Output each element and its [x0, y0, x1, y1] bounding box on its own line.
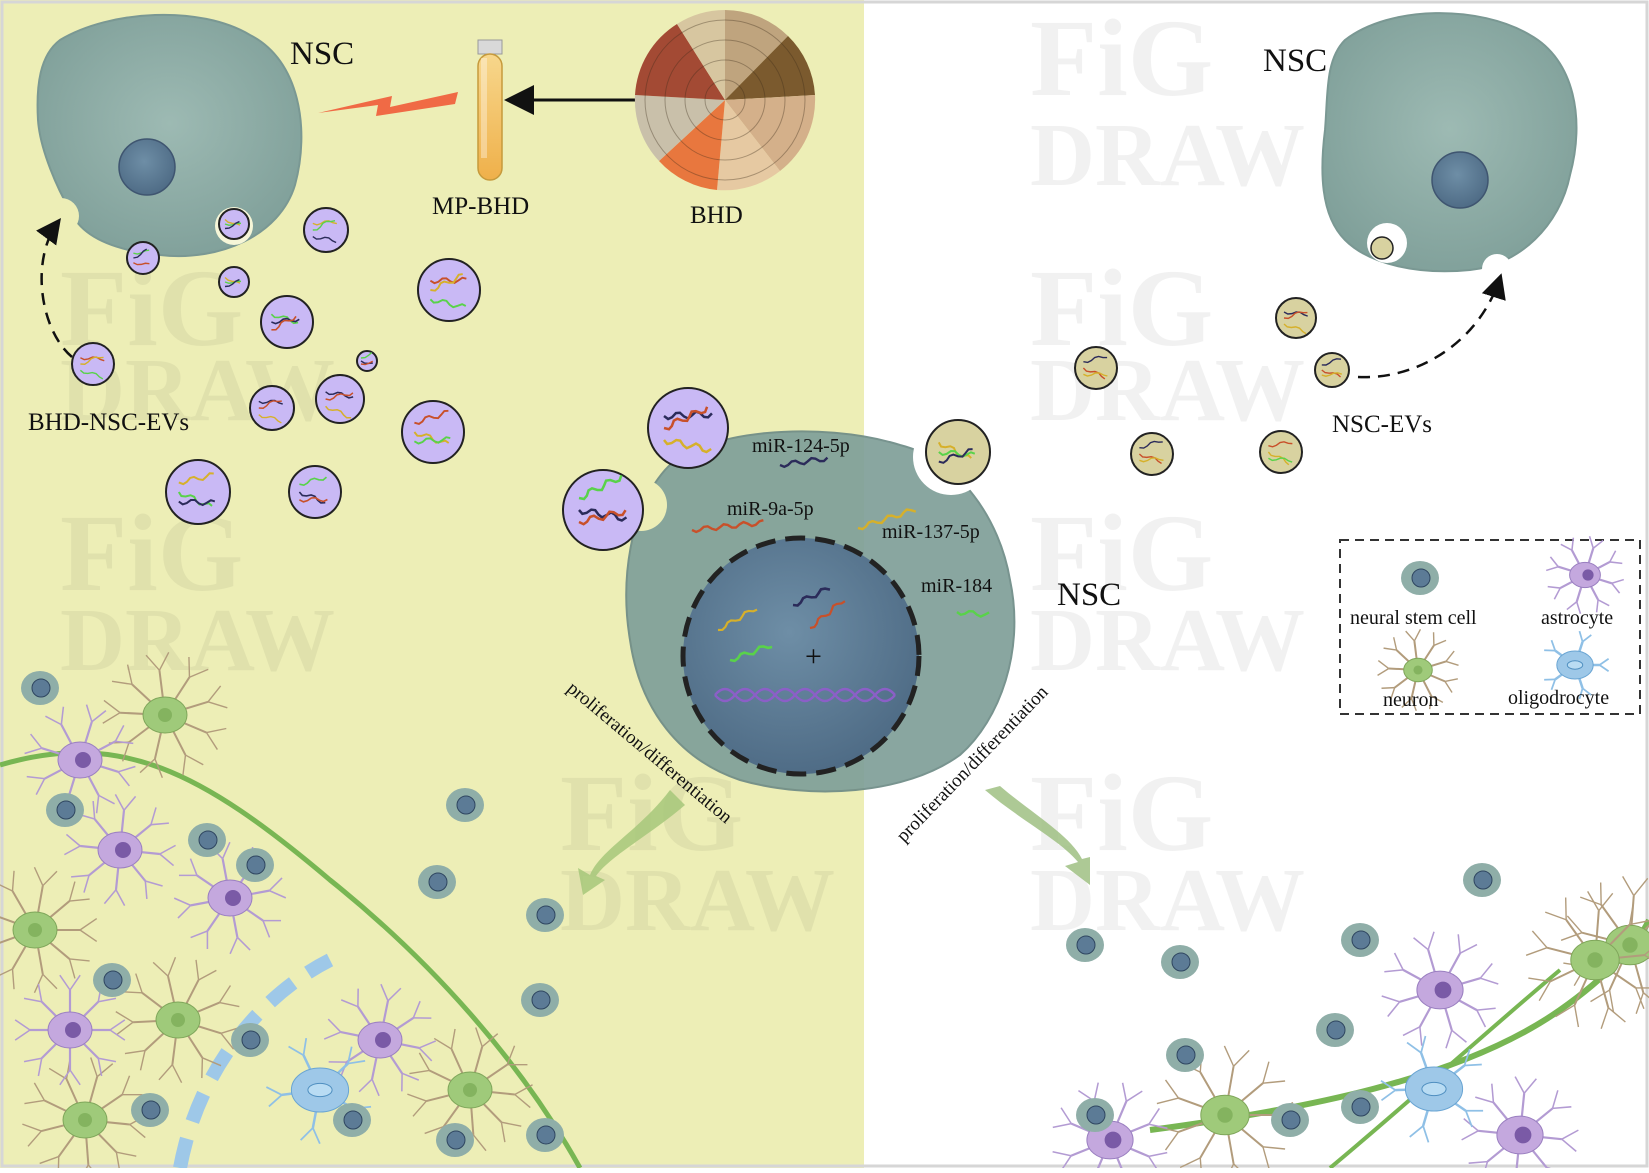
nsc-ev-vesicle	[1276, 298, 1316, 338]
label-nsc-top-left: NSC	[290, 36, 354, 72]
label-nsc-center: NSC	[1057, 577, 1121, 613]
legend-label-oligodendrocyte: oligodrocyte	[1508, 687, 1609, 709]
bhd-herb-wheel-image	[635, 10, 815, 190]
bhd-nsc-ev-vesicle	[304, 208, 348, 252]
neural-stem-cell	[188, 823, 226, 857]
label-mp-bhd: MP-BHD	[432, 193, 529, 220]
neural-stem-cell	[231, 1023, 269, 1057]
bhd-nsc-ev-vesicle	[127, 242, 159, 274]
legend-neural-stem-cell-icon	[1401, 561, 1439, 595]
neural-stem-cell	[446, 788, 484, 822]
bhd-nsc-ev-vesicle	[166, 460, 230, 524]
bhd-nsc-ev-vesicle-large	[563, 470, 643, 550]
mp-bhd-test-tube	[478, 40, 502, 180]
label-bhd: BHD	[690, 202, 743, 229]
bhd-nsc-ev-vesicle	[357, 351, 377, 371]
bhd-nsc-ev-vesicle	[72, 343, 114, 385]
bhd-nsc-ev-vesicle	[250, 386, 294, 430]
mirna-label: miR-9a-5p	[727, 498, 814, 520]
svg-text:DRAW: DRAW	[60, 591, 335, 690]
neural-stem-cell	[1271, 1103, 1309, 1137]
svg-text:DRAW: DRAW	[1030, 106, 1305, 205]
legend-label-neural-stem-cell: neural stem cell	[1350, 607, 1477, 629]
neural-stem-cell	[1166, 1038, 1204, 1072]
neural-stem-cell	[236, 848, 274, 882]
nsc-nucleus-top-right	[1432, 152, 1488, 208]
svg-text:FiG: FiG	[1030, 0, 1213, 119]
neural-stem-cell	[418, 865, 456, 899]
label-nsc-evs: NSC-EVs	[1332, 411, 1432, 438]
legend-box: neural stem cell astrocyte neuron oligod…	[1340, 536, 1640, 714]
neural-stem-cell	[1076, 1098, 1114, 1132]
label-nsc-top-right: NSC	[1263, 43, 1327, 79]
legend-label-neuron: neuron	[1383, 689, 1439, 711]
neural-stem-cell	[1341, 923, 1379, 957]
neural-stem-cell	[1463, 863, 1501, 897]
nsc-cell-top-left	[38, 15, 302, 256]
svg-text:DRAW: DRAW	[1030, 341, 1305, 440]
legend-label-astrocyte: astrocyte	[1541, 607, 1613, 629]
neural-stem-cell	[1161, 945, 1199, 979]
nucleus-plus-sign: +	[805, 640, 822, 673]
mirna-label: miR-124-5p	[752, 435, 850, 457]
neural-stem-cell	[1316, 1013, 1354, 1047]
bhd-nsc-ev-vesicle-large	[648, 388, 728, 468]
bhd-nsc-ev-vesicle	[289, 466, 341, 518]
neural-stem-cell	[436, 1123, 474, 1157]
bhd-nsc-ev-vesicle	[418, 259, 480, 321]
nsc-ev-vesicle	[1315, 353, 1349, 387]
label-bhd-nsc-evs: BHD-NSC-EVs	[28, 409, 189, 436]
nsc-ev-vesicle	[1131, 433, 1173, 475]
nsc-nucleus-top-left	[119, 139, 175, 195]
neural-stem-cell	[1066, 928, 1104, 962]
nsc-ev-vesicle	[1260, 431, 1302, 473]
mirna-label: miR-137-5p	[882, 521, 980, 543]
neural-stem-cell	[131, 1093, 169, 1127]
bhd-nsc-ev-vesicle	[219, 267, 249, 297]
neural-stem-cell	[333, 1103, 371, 1137]
bhd-nsc-ev-vesicle	[316, 375, 364, 423]
nsc-ev-vesicle	[1075, 347, 1117, 389]
neural-stem-cell	[521, 983, 559, 1017]
neural-stem-cell	[46, 793, 84, 827]
nsc-vesicle-docking	[1371, 237, 1393, 259]
nsc-ev-vesicle-large	[926, 420, 990, 484]
neural-stem-cell	[93, 963, 131, 997]
neural-stem-cell	[526, 898, 564, 932]
neural-stem-cell	[526, 1118, 564, 1152]
mirna-label: miR-184	[921, 575, 992, 597]
neural-stem-cell	[21, 671, 59, 705]
bhd-nsc-ev-vesicle	[219, 209, 249, 239]
bhd-nsc-ev-vesicle	[261, 296, 313, 348]
bhd-nsc-ev-vesicle	[402, 401, 464, 463]
neural-stem-cell	[1341, 1090, 1379, 1124]
nucleus-center	[683, 538, 919, 774]
